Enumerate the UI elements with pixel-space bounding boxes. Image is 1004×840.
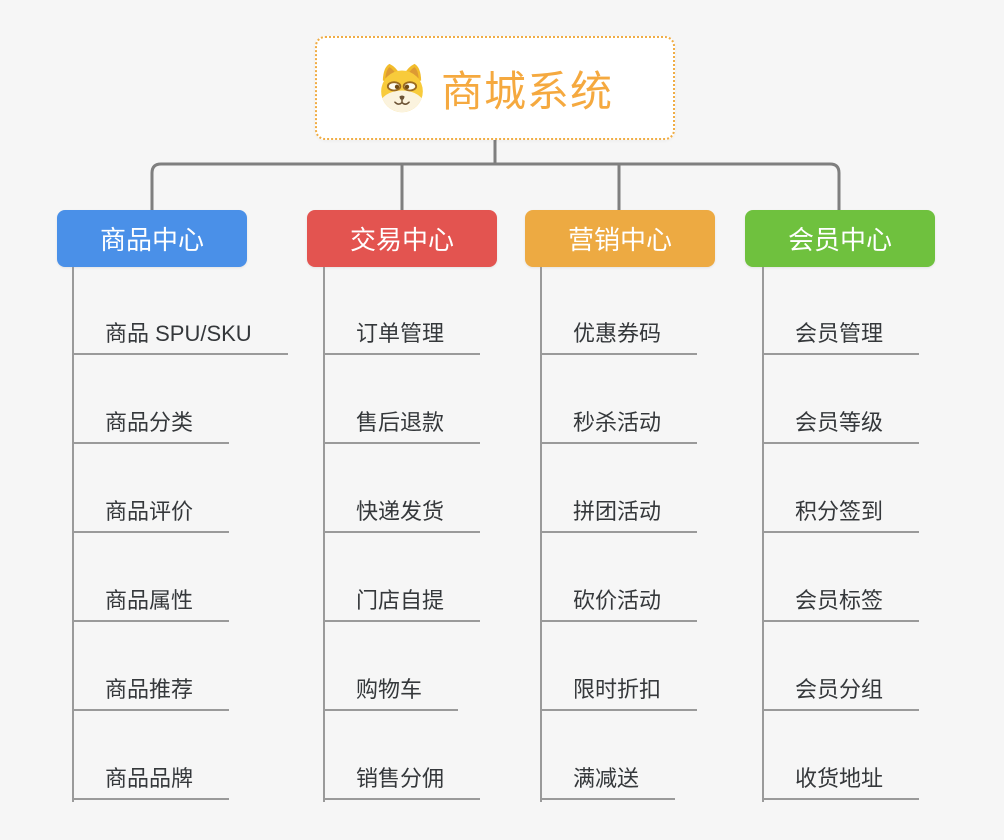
leaf-topic[interactable]: 商品 SPU/SKU	[74, 309, 288, 355]
branch-column-trade: 订单管理 售后退款 快递发货 门店自提 购物车 销售分佣	[323, 267, 481, 802]
leaf-topic[interactable]: 销售分佣	[325, 754, 481, 800]
leaf-topic[interactable]: 秒杀活动	[542, 398, 698, 444]
branch-column-marketing: 优惠券码 秒杀活动 拼团活动 砍价活动 限时折扣 满减送	[540, 267, 698, 802]
leaf-topic[interactable]: 会员标签	[764, 576, 920, 622]
leaf-topic[interactable]: 会员管理	[764, 309, 920, 355]
leaf-topic[interactable]: 收货地址	[764, 754, 920, 800]
leaf-topic[interactable]: 积分签到	[764, 487, 920, 533]
branch-column-product: 商品 SPU/SKU 商品分类 商品评价 商品属性 商品推荐 商品品牌	[72, 267, 288, 802]
leaf-topic[interactable]: 商品品牌	[74, 754, 230, 800]
root-topic-label: 商城系统	[440, 67, 613, 115]
leaf-topic[interactable]: 商品属性	[74, 576, 230, 622]
branch-member-center[interactable]: 会员中心	[745, 210, 935, 267]
leaf-topic[interactable]: 售后退款	[325, 398, 481, 444]
leaf-topic[interactable]: 商品评价	[74, 487, 230, 533]
leaf-topic[interactable]: 会员等级	[764, 398, 920, 444]
branch-marketing-center[interactable]: 营销中心	[525, 210, 715, 267]
leaf-topic[interactable]: 订单管理	[325, 309, 481, 355]
root-topic[interactable]: 商城系统	[315, 36, 675, 140]
branch-trade-center[interactable]: 交易中心	[307, 210, 497, 267]
leaf-topic[interactable]: 限时折扣	[542, 665, 698, 711]
leaf-topic[interactable]: 优惠券码	[542, 309, 698, 355]
leaf-topic[interactable]: 快递发货	[325, 487, 481, 533]
leaf-topic[interactable]: 拼团活动	[542, 487, 698, 533]
branch-product-center[interactable]: 商品中心	[57, 210, 247, 267]
dog-face-icon	[381, 63, 423, 113]
leaf-topic[interactable]: 购物车	[325, 665, 459, 711]
leaf-topic[interactable]: 会员分组	[764, 665, 920, 711]
leaf-topic[interactable]: 商品分类	[74, 398, 230, 444]
leaf-topic[interactable]: 满减送	[542, 754, 676, 800]
branch-column-member: 会员管理 会员等级 积分签到 会员标签 会员分组 收货地址	[762, 267, 920, 802]
leaf-topic[interactable]: 砍价活动	[542, 576, 698, 622]
leaf-topic[interactable]: 商品推荐	[74, 665, 230, 711]
leaf-topic[interactable]: 门店自提	[325, 576, 481, 622]
